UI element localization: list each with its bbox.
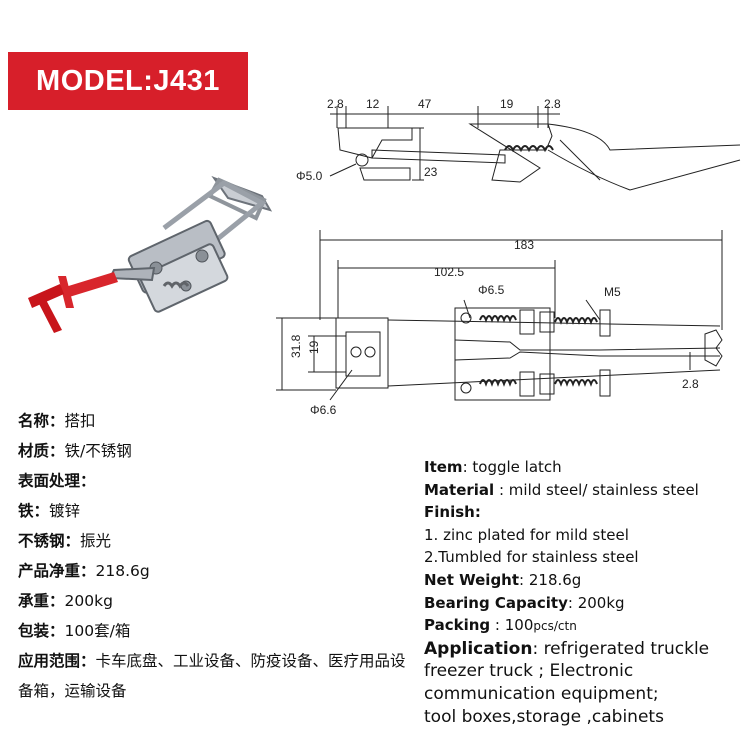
dim-top-phi5: Φ5.0 bbox=[296, 169, 323, 183]
model-title: MODEL:J431 bbox=[36, 65, 220, 97]
dim-2-8: 2.8 bbox=[682, 377, 699, 391]
dim-top-2-8-left: 2.8 bbox=[327, 97, 344, 111]
en-application-2: freezer truck ; Electronic bbox=[424, 661, 634, 682]
en-application-4: tool boxes,storage ,cabinets bbox=[424, 706, 664, 727]
en-finish-2: 2.Tumbled for stainless steel bbox=[424, 548, 639, 567]
cn-name-row: 名称：搭扣 bbox=[18, 412, 96, 430]
spec-cn: 名称：搭扣 材质：铁/不锈钢 表面处理： 铁：镀锌 不锈钢：振光 产品净重：21… bbox=[18, 406, 413, 706]
en-material-row: Material : mild steel/ stainless steel bbox=[424, 480, 699, 499]
cn-load-row: 承重：200kg bbox=[18, 592, 113, 610]
en-application-3: communication equipment; bbox=[424, 683, 659, 704]
en-finish-row: Finish: bbox=[424, 503, 481, 522]
en-finish-1: 1. zinc plated for mild steel bbox=[424, 525, 629, 544]
cn-application-row: 应用范围：卡车底盘、工业设备、防疫设备、医疗用品设备箱，运输设备 bbox=[18, 652, 406, 700]
cn-packing-row: 包装：100套/箱 bbox=[18, 622, 131, 640]
cn-iron-row: 铁：镀锌 bbox=[18, 502, 81, 520]
en-weight-row: Net Weight: 218.6g bbox=[424, 570, 582, 589]
dim-phi6-5: Φ6.5 bbox=[478, 283, 505, 297]
model-banner: MODEL:J431 bbox=[8, 52, 248, 110]
en-bearing-row: Bearing Capacity: 200kg bbox=[424, 593, 625, 612]
cn-material-row: 材质：铁/不锈钢 bbox=[18, 442, 132, 460]
dim-top-47: 47 bbox=[418, 97, 432, 111]
product-photo bbox=[28, 175, 273, 333]
dim-183: 183 bbox=[514, 238, 534, 252]
en-packing-row: Packing : 100pcs/ctn bbox=[424, 616, 577, 635]
dim-102-5: 102.5 bbox=[434, 265, 464, 279]
cn-weight-row: 产品净重：218.6g bbox=[18, 562, 150, 580]
dim-top-19: 19 bbox=[500, 97, 514, 111]
en-item-row: Item: toggle latch bbox=[424, 458, 562, 476]
dim-19: 19 bbox=[307, 340, 321, 354]
dim-top-12: 12 bbox=[366, 97, 380, 111]
spec-en: Item: toggle latch Material : mild steel… bbox=[424, 456, 750, 728]
cn-finish-row: 表面处理： bbox=[18, 472, 96, 490]
cn-stainless-row: 不锈钢：振光 bbox=[18, 532, 112, 550]
dim-top-2-8-right: 2.8 bbox=[544, 97, 561, 111]
dim-m5: M5 bbox=[604, 285, 621, 299]
dim-top-23: 23 bbox=[424, 165, 438, 179]
en-application-row: Application: refrigerated truckle bbox=[424, 638, 710, 659]
